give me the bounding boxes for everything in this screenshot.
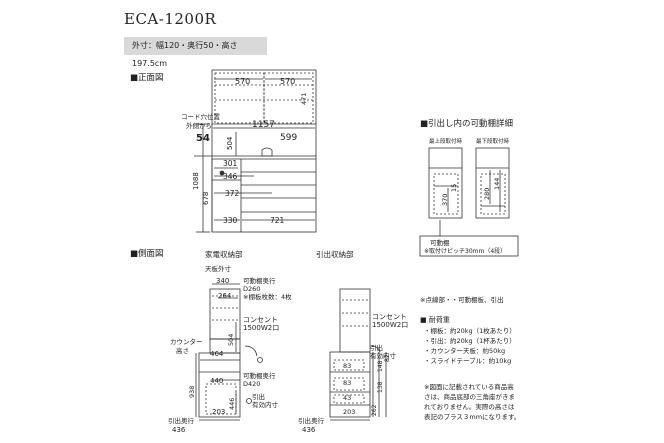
- dim-504-front: 504: [226, 136, 234, 150]
- drawer-inner-label-2: 有効内寸: [252, 400, 279, 409]
- counter-label: カウンター: [170, 337, 203, 346]
- dim-83-a: 83: [343, 379, 351, 387]
- dim-15: 15: [450, 184, 458, 192]
- shelf-note-2: ※取付けピッチ30mm（4段）: [424, 247, 506, 255]
- dim-203-b: 203: [343, 408, 355, 416]
- dim-464: 464: [210, 350, 224, 358]
- shelf-count: ※棚板枚数：4枚: [243, 292, 292, 301]
- drawer-top-label: 最上段取付時: [429, 137, 463, 145]
- dim-43: 43: [343, 394, 351, 402]
- dim-262: 262: [371, 404, 378, 416]
- shelf-depth-d260: D260: [243, 285, 260, 293]
- drawer-inner-label: 引出: [252, 392, 265, 401]
- shelf-depth-d420: D420: [243, 380, 260, 388]
- front-view-heading: ■正面図: [130, 73, 164, 83]
- drawer-bottom-label: 最下段取付時: [476, 137, 510, 145]
- footnote-3: れておりません。実際の高さは: [424, 402, 515, 411]
- shelf-depth-label-2: 可動棚奥行: [243, 371, 276, 380]
- drawer-inner-label-3: 引出: [370, 343, 383, 352]
- dim-446: 446: [228, 398, 236, 410]
- load-2: ・引出：約20kg（1杯あたり）: [424, 336, 516, 345]
- dim-599: 599: [280, 133, 297, 143]
- dim-203: 203: [212, 408, 225, 416]
- tenban-label: 天板外寸: [205, 264, 232, 273]
- side-view-heading: ■側面図: [130, 248, 164, 259]
- footnote-1: ※図面に記載されている商品高: [424, 382, 514, 391]
- dim-264: 264: [218, 292, 232, 300]
- outlet-label: コンセント: [243, 316, 278, 324]
- drawer-inner-label-4: 有効内寸: [370, 351, 397, 360]
- dim-340: 340: [216, 277, 229, 285]
- drawer-section-label: 引出収納部: [316, 249, 354, 259]
- dim-570-right: 570: [280, 77, 295, 86]
- cord-label-3: 54: [196, 133, 210, 144]
- load-3: ・カウンター天板：約50kg: [424, 346, 505, 355]
- dotted-note: ※点線部・・可動棚板、引出: [420, 295, 503, 304]
- shelf-note-box: [419, 235, 519, 257]
- dim-938: 938: [188, 386, 196, 398]
- dim-570-left: 570: [235, 77, 250, 86]
- pull-depth-label: 引出奥行: [168, 416, 195, 425]
- dim-280: 280: [483, 188, 491, 200]
- pull-depth-label-2: 引出奥行: [298, 416, 325, 425]
- dim-148: 148: [377, 360, 384, 372]
- product-title: ECA-1200R: [124, 10, 217, 28]
- dim-83-b: 83: [343, 362, 351, 370]
- dim-436-b: 436: [302, 426, 316, 434]
- shelf-depth-label: 可動棚奥行: [243, 276, 276, 285]
- cord-label-2: 外側から: [186, 121, 212, 130]
- dim-504-side: 504: [227, 334, 235, 346]
- dimensions-bar: 外寸：幅120・奥行50・高さ197.5cm: [124, 37, 267, 68]
- dim-436: 436: [172, 426, 186, 434]
- dim-138: 138: [377, 381, 384, 393]
- dim-721: 721: [270, 216, 285, 225]
- side-drawer-upper: [339, 288, 371, 353]
- footnote-4: 表記のプラス３mmになります。: [424, 412, 520, 421]
- dim-440: 440: [210, 377, 223, 385]
- dim-87: 87: [384, 354, 391, 362]
- dim-330: 330: [223, 216, 238, 225]
- dim-1088: 1088: [192, 172, 200, 190]
- outlet-spec-2: 1500W2口: [372, 321, 408, 329]
- counter-height-label: 高さ: [176, 346, 189, 355]
- drawer-detail-bottom: [475, 147, 510, 219]
- dim-678: 678: [202, 192, 210, 205]
- dim-144: 144: [493, 178, 501, 190]
- dim-370: 370: [441, 194, 449, 206]
- load-4: ・スライドテーブル：約10kg: [424, 356, 511, 365]
- outlet-label-2: コンセント: [372, 313, 407, 321]
- shelf-note-1: 可動棚: [430, 238, 450, 247]
- drawer-heading: ■引出し内の可動棚詳細: [420, 118, 513, 129]
- load-heading: ■ 耐荷重: [420, 315, 450, 324]
- drawer-detail-top: [428, 147, 463, 219]
- load-1: ・棚板：約20kg（1枚あたり）: [424, 326, 516, 335]
- front-cabinet-outline: [211, 69, 317, 233]
- dim-471: 471: [300, 93, 308, 105]
- dim-346: 346: [223, 172, 238, 181]
- cord-label-1: コード穴位置: [181, 112, 221, 121]
- dim-372: 372: [225, 189, 240, 198]
- outlet-spec: 1500W2口: [243, 324, 279, 332]
- dim-1157: 1157: [252, 120, 275, 130]
- dim-301: 301: [223, 159, 238, 168]
- footnote-2: さは、商品底部の三角座がきま: [424, 392, 515, 401]
- appliance-section-label: 家電収納部: [205, 249, 243, 259]
